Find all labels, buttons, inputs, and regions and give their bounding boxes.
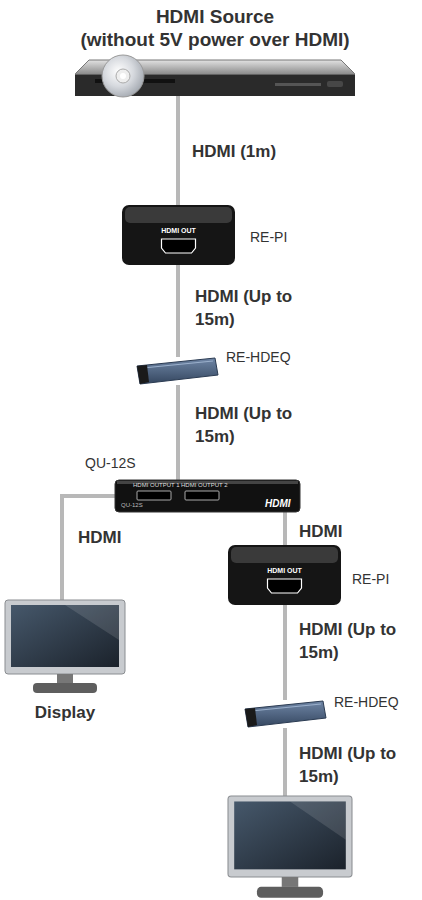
hdmi-cable bbox=[176, 265, 180, 357]
dongle-body bbox=[137, 358, 218, 384]
port-label: HDMI OUT bbox=[122, 227, 235, 235]
hdeq-drawing bbox=[243, 700, 327, 728]
dongle-port bbox=[137, 365, 149, 384]
hdmi-port bbox=[185, 491, 219, 500]
hdmi-cable bbox=[176, 385, 180, 480]
disc bbox=[102, 55, 144, 97]
monitor-base bbox=[33, 683, 97, 693]
cable-label: HDMI (Up to 15m) bbox=[297, 742, 421, 788]
cable-label: HDMI bbox=[76, 526, 123, 549]
hdmi-port bbox=[268, 579, 302, 593]
re-pi-device: HDMI OUTRE-PI bbox=[228, 545, 341, 605]
hdmi-port bbox=[137, 491, 171, 500]
hdmi-port bbox=[162, 239, 196, 253]
dongle-highlight bbox=[143, 361, 213, 368]
monitor-base bbox=[257, 887, 323, 898]
hdmi-logo: HDMI bbox=[265, 498, 291, 510]
re-pi-device: HDMI OUTRE-PI bbox=[122, 205, 235, 265]
display-monitor bbox=[228, 796, 352, 900]
disc-hole bbox=[120, 73, 126, 79]
cable-label: HDMI (Up to 15m) bbox=[193, 285, 317, 331]
hdmi-source-player: HDMI Source(without 5V power over HDMI) bbox=[75, 60, 355, 96]
display-caption: Display bbox=[5, 703, 125, 723]
repi-drawing bbox=[228, 545, 341, 605]
monitor-neck bbox=[282, 877, 299, 887]
cable-label: HDMI bbox=[297, 520, 344, 543]
screen-gleam bbox=[65, 605, 119, 640]
dongle-highlight bbox=[251, 704, 321, 711]
cable-label: HDMI (1m) bbox=[190, 140, 278, 163]
dongle-port bbox=[245, 708, 257, 727]
device-name: QU-12S bbox=[85, 455, 136, 472]
splitter-body bbox=[115, 480, 300, 512]
port-label: HDMI OUTPUT 1 bbox=[133, 482, 180, 489]
source-subtitle: (without 5V power over HDMI) bbox=[30, 29, 400, 52]
display-monitor: Display bbox=[5, 600, 125, 695]
device-top bbox=[125, 207, 232, 223]
disc-hub bbox=[116, 69, 130, 83]
front-detail bbox=[275, 83, 321, 86]
front-button bbox=[327, 81, 343, 87]
device-body bbox=[122, 205, 235, 265]
qu-12s-splitter: QU-12SHDMI OUTPUT 1HDMI OUTPUT 2QU-12SHD… bbox=[115, 480, 300, 512]
dongle-body bbox=[245, 701, 326, 727]
port-label: HDMI OUT bbox=[228, 567, 341, 575]
monitor-bezel bbox=[228, 796, 352, 877]
re-hdeq-device: RE-HDEQ bbox=[135, 357, 219, 385]
hdmi-cable bbox=[283, 512, 287, 545]
player-drawing bbox=[75, 60, 355, 96]
cable-label: HDMI (Up to 15m) bbox=[297, 618, 421, 664]
device-name: RE-HDEQ bbox=[226, 349, 291, 366]
monitor-screen bbox=[11, 605, 119, 667]
monitor-bezel bbox=[5, 600, 125, 674]
device-name: RE-PI bbox=[352, 571, 389, 588]
hdmi-cable bbox=[176, 96, 180, 205]
screen-gleam bbox=[290, 801, 346, 839]
source-title: HDMI Source bbox=[30, 6, 400, 29]
hdmi-cable bbox=[283, 605, 287, 700]
device-top bbox=[231, 547, 338, 563]
device-body bbox=[228, 545, 341, 605]
model-print: QU-12S bbox=[121, 502, 143, 509]
re-hdeq-device: RE-HDEQ bbox=[243, 700, 327, 728]
monitor-drawing bbox=[228, 796, 352, 900]
device-name: RE-HDEQ bbox=[334, 694, 399, 711]
repi-drawing bbox=[122, 205, 235, 265]
monitor-neck bbox=[57, 674, 73, 683]
monitor-drawing bbox=[5, 600, 125, 695]
port-label: HDMI OUTPUT 2 bbox=[181, 482, 228, 489]
hdeq-drawing bbox=[135, 357, 219, 385]
hdmi-cable bbox=[283, 728, 287, 796]
monitor-screen bbox=[234, 801, 346, 869]
cable-label: HDMI (Up to 15m) bbox=[193, 402, 317, 448]
device-name: RE-PI bbox=[250, 229, 287, 246]
